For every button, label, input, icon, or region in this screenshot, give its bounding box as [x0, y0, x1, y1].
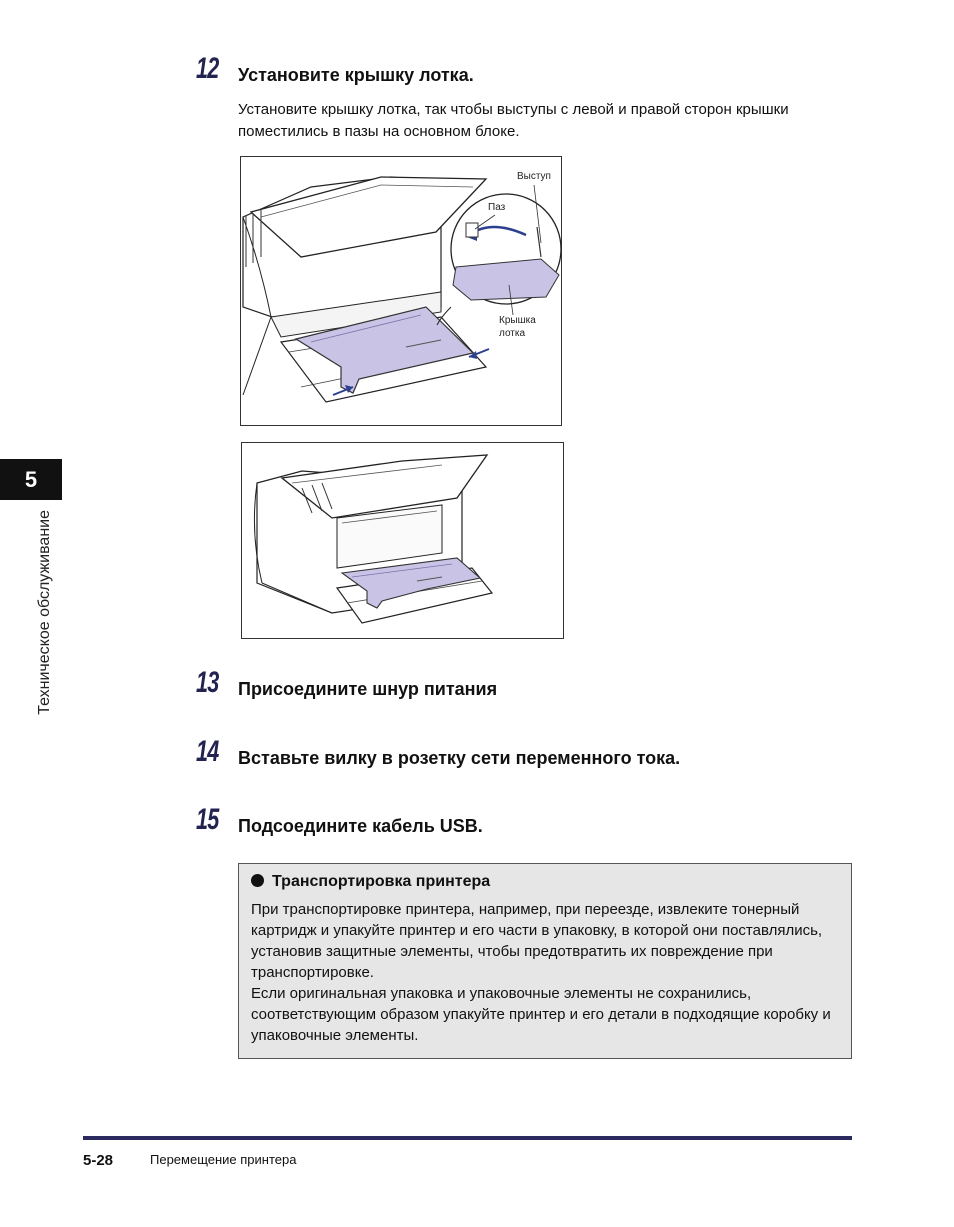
printer-illustration-1: [242, 176, 562, 403]
note-paragraph-1: При транспортировке принтера, например, …: [251, 901, 823, 981]
figure-tray-cover-installed: [241, 442, 564, 639]
step-title-15: Подсоедините кабель USB.: [238, 816, 483, 836]
note-paragraph-2: Если оригинальная упаковка и упаковочные…: [251, 985, 831, 1044]
footer-rule: [83, 1136, 852, 1140]
label-cover-2: лотка: [499, 328, 526, 339]
chapter-tab: 5: [0, 459, 62, 500]
step-title-14: Вставьте вилку в розетку сети переменног…: [238, 748, 681, 768]
step-number-13: 13: [196, 666, 219, 699]
step-number-14: 14: [196, 735, 219, 768]
step-body-12: Установите крышку лотка, так чтобы высту…: [238, 101, 789, 140]
chapter-title-vertical: Техническое обслуживание: [36, 510, 53, 715]
figure-tray-cover-detail: Выступ Паз Крышка лотка: [240, 156, 562, 426]
note-text: При транспортировке принтера, например, …: [251, 899, 847, 1046]
label-paz: Паз: [488, 202, 506, 213]
printer-illustration-2: [253, 454, 494, 624]
footer-section-title: Перемещение принтера: [150, 1152, 297, 1167]
step-number-15: 15: [196, 803, 219, 836]
label-cover-1: Крышка: [499, 315, 536, 326]
note-title-text: Транспортировка принтера: [272, 873, 491, 890]
note-box: Транспортировка принтера При транспортир…: [238, 863, 852, 1059]
bullet-icon: [251, 874, 264, 887]
chapter-number: 5: [24, 466, 38, 492]
footer-page-number: 5-28: [83, 1152, 114, 1169]
step-number-12: 12: [196, 52, 219, 85]
step-title-13: Присоедините шнур питания: [238, 679, 498, 699]
label-vystup: Выступ: [517, 171, 551, 182]
step-title-12: Установите крышку лотка.: [238, 65, 474, 85]
note-heading: Транспортировка принтера: [251, 873, 490, 891]
